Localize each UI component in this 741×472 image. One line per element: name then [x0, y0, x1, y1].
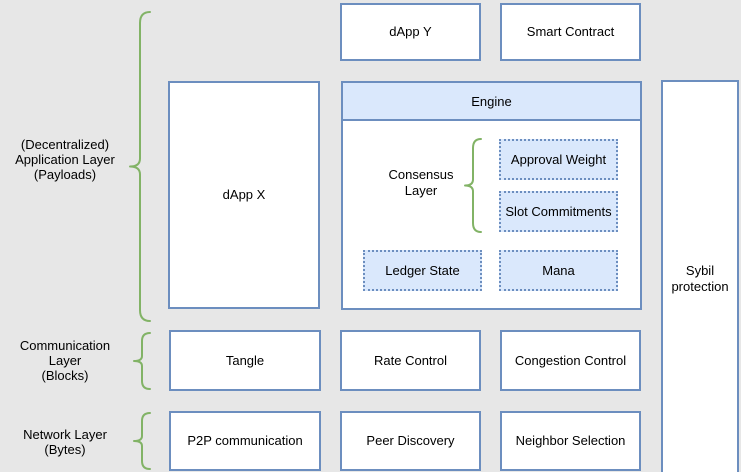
consensus-layer-label-line1: Consensus [388, 167, 454, 182]
consensus-layer-brace [463, 138, 483, 233]
application-layer-label-line2: Application Layer [15, 152, 115, 167]
network-layer-label-line2: (Bytes) [44, 442, 86, 457]
rate-control-box: Rate Control [340, 330, 481, 391]
approval-weight-box: Approval Weight [499, 139, 618, 180]
application-layer-label-line3: (Payloads) [33, 167, 97, 182]
ledger-state-box: Ledger State [363, 250, 482, 291]
smart-contract-box: Smart Contract [500, 3, 641, 61]
application-layer-label: (Decentralized) Application Layer (Paylo… [4, 137, 126, 182]
dapp-y-box: dApp Y [340, 3, 481, 61]
communication-layer-brace [132, 332, 152, 390]
communication-layer-label-line2: Layer [48, 353, 82, 368]
network-layer-label: Network Layer (Bytes) [4, 427, 126, 457]
communication-layer-label-line1: Communication [19, 338, 111, 353]
communication-layer-label-line3: (Blocks) [41, 368, 89, 383]
communication-layer-label: Communication Layer (Blocks) [4, 338, 126, 383]
slot-commitments-box: Slot Commitments [499, 191, 618, 232]
dapp-x-box: dApp X [168, 81, 320, 309]
mana-box: Mana [499, 250, 618, 291]
p2p-communication-box: P2P communication [169, 411, 321, 471]
network-layer-brace [132, 412, 152, 470]
neighbor-selection-box: Neighbor Selection [500, 411, 641, 471]
consensus-layer-label: Consensus Layer [378, 167, 464, 199]
network-layer-label-line1: Network Layer [23, 427, 107, 442]
consensus-layer-label-line2: Layer [404, 183, 438, 198]
application-layer-brace [128, 11, 151, 322]
sybil-protection-box: Sybil protection [661, 80, 739, 472]
application-layer-label-line1: (Decentralized) [20, 137, 110, 152]
engine-header: Engine [343, 83, 640, 121]
congestion-control-box: Congestion Control [500, 330, 641, 391]
peer-discovery-box: Peer Discovery [340, 411, 481, 471]
tangle-box: Tangle [169, 330, 321, 391]
